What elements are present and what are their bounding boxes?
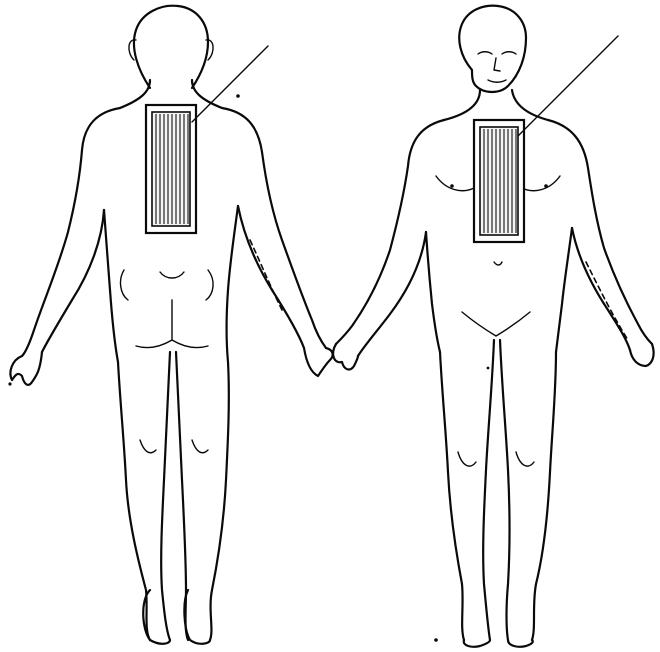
- back-right-inner-arm: [238, 206, 304, 348]
- back-left-leg-inner: [161, 352, 170, 640]
- back-scapula-left: [121, 270, 128, 300]
- back-leader-dot: [236, 94, 240, 98]
- front-right-waist: [556, 228, 572, 352]
- back-buttocks-line: [136, 340, 208, 348]
- front-view-figure: [333, 6, 653, 647]
- back-left-waist: [104, 210, 118, 362]
- front-left-hand: [333, 344, 358, 369]
- front-left-waist: [426, 232, 440, 352]
- front-left-inner-arm: [358, 232, 426, 356]
- front-right-leg-outer: [532, 352, 556, 640]
- back-view-figure: [10, 6, 332, 644]
- front-right-hand: [630, 344, 654, 366]
- front-left-nipple: [450, 184, 454, 188]
- front-groin: [462, 312, 530, 336]
- back-left-knee: [140, 440, 156, 453]
- front-chest-left: [436, 176, 474, 191]
- front-arm-shading: [586, 262, 628, 340]
- front-head-outline: [459, 6, 526, 92]
- print-speck: [434, 638, 438, 642]
- front-navel: [494, 262, 502, 265]
- front-right-nipple: [544, 184, 548, 188]
- front-electrode-pad: [474, 120, 524, 242]
- front-neck-right: [512, 90, 548, 120]
- front-left-foot: [464, 640, 490, 647]
- back-torso-right: [222, 108, 326, 348]
- back-left-hand: [10, 352, 42, 385]
- back-scapula-right: [206, 270, 213, 300]
- back-right-knee: [192, 440, 208, 453]
- front-right-leg-inner: [500, 340, 510, 640]
- front-nose: [494, 58, 500, 71]
- front-torso-right: [548, 120, 652, 344]
- front-torso-left: [336, 120, 444, 344]
- back-right-foot: [184, 590, 210, 644]
- back-right-waist: [227, 206, 239, 362]
- front-mouth: [488, 80, 506, 82]
- front-chest-right: [522, 176, 560, 191]
- back-right-hand: [304, 348, 333, 376]
- front-neck-left: [444, 90, 480, 120]
- back-neck-right: [192, 80, 222, 108]
- back-right-leg-outer: [210, 362, 229, 640]
- print-speck: [487, 367, 490, 370]
- back-head-outline: [134, 6, 208, 88]
- front-left-knee: [458, 452, 476, 466]
- front-right-foot: [508, 640, 533, 647]
- back-neck-left: [120, 80, 150, 108]
- front-left-leg-outer: [440, 352, 464, 640]
- print-speck: [8, 382, 11, 385]
- leader-line-icon: [518, 36, 618, 136]
- front-left-leg-inner: [483, 340, 494, 640]
- back-arm-shading: [250, 240, 282, 310]
- front-left-eye: [478, 52, 492, 54]
- front-right-knee: [516, 452, 534, 466]
- back-lumbar-mark: [160, 272, 184, 278]
- front-right-eye: [502, 52, 516, 54]
- back-electrode-pad: [146, 105, 196, 233]
